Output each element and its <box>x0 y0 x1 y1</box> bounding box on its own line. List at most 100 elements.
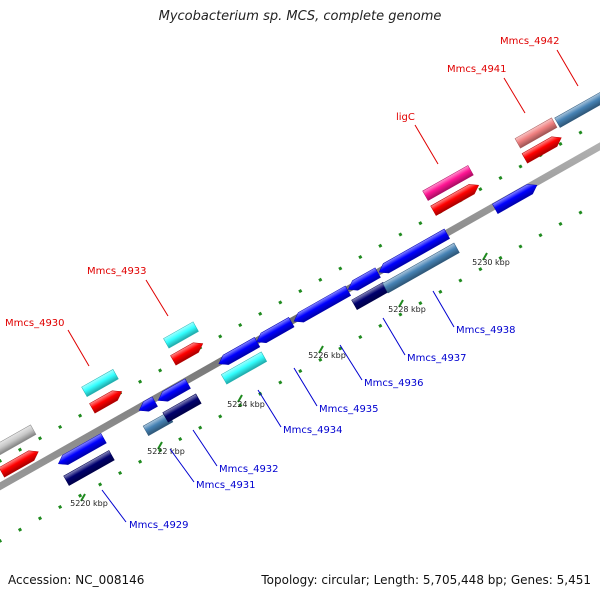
gene-feature <box>0 450 39 478</box>
gene-label-reverse: Mmcs_4931 <box>196 480 256 491</box>
gene-feature <box>521 136 562 164</box>
tick-dot <box>198 425 203 430</box>
gene-feature <box>422 165 474 201</box>
tick-dot <box>358 255 363 260</box>
leader-line <box>67 329 90 367</box>
tick-dot <box>178 437 183 442</box>
tick-dot <box>37 516 43 521</box>
accession-text: Accession: NC_008146 <box>8 573 145 587</box>
gene-feature <box>514 117 558 149</box>
gene-feature <box>157 378 191 402</box>
gene-feature <box>142 411 174 437</box>
leader-line <box>339 344 363 381</box>
leader-line <box>382 317 406 356</box>
tick-dot <box>138 379 143 384</box>
scale-label: 5228 kbp <box>388 305 426 314</box>
tick-dot <box>78 493 83 498</box>
gene-feature <box>218 337 261 365</box>
tick-dot <box>138 459 143 464</box>
gene-label-forward: ligC <box>396 112 415 123</box>
gene-label-forward: Mmcs_4933 <box>87 266 147 277</box>
tick-dot <box>478 267 483 272</box>
gene-label-reverse: Mmcs_4934 <box>283 425 343 436</box>
scale-tick <box>482 252 488 261</box>
label-leader-lines <box>67 49 579 523</box>
gene-feature <box>256 317 295 343</box>
leader-line <box>145 279 169 317</box>
tick-dot <box>218 334 223 339</box>
gene-label-reverse: Mmcs_4936 <box>364 378 424 389</box>
gene-label-reverse: Mmcs_4937 <box>407 353 467 364</box>
tick-dot <box>378 323 383 328</box>
gene-label-reverse: Mmcs_4935 <box>319 404 379 415</box>
scale-tick <box>80 493 86 502</box>
tick-dot <box>318 277 323 282</box>
scale-label: 5226 kbp <box>308 351 346 360</box>
gene-label-reverse: Mmcs_4929 <box>129 520 189 531</box>
gene-feature <box>347 267 381 291</box>
gene-labels: Mmcs_4930 Mmcs_4933 ligC Mmcs_4941 Mmcs_4942… <box>5 36 560 531</box>
tick-dot <box>238 323 243 328</box>
tick-dot <box>538 233 543 238</box>
tick-dot <box>458 278 463 283</box>
tick-dot <box>58 504 63 510</box>
gene-feature <box>293 285 352 323</box>
scale-label: 5224 kbp <box>227 400 265 409</box>
gene-label-forward: Mmcs_4930 <box>5 318 65 329</box>
gene-features <box>0 92 600 486</box>
tick-dot <box>278 300 283 305</box>
scale-tick <box>157 441 163 450</box>
scale-tick <box>318 345 324 354</box>
tick-dot <box>398 232 403 237</box>
tick-dot <box>298 289 303 294</box>
gene-feature <box>57 433 107 465</box>
leader-line <box>503 77 526 114</box>
leader-line <box>101 489 127 523</box>
tick-dot <box>78 413 83 418</box>
scale-tick <box>237 394 243 403</box>
genome-summary-text: Topology: circular; Length: 5,705,448 bp… <box>261 573 591 587</box>
gene-feature <box>81 369 119 397</box>
gene-feature <box>0 424 37 456</box>
gene-feature <box>162 393 202 423</box>
gene-feature <box>220 351 268 385</box>
tick-dot <box>0 458 3 464</box>
gene-feature <box>138 396 158 412</box>
tick-dot <box>0 538 3 544</box>
tick-dot <box>578 210 583 215</box>
tick-dot <box>158 448 163 453</box>
gene-label-forward: Mmcs_4941 <box>447 64 507 75</box>
tick-dot <box>558 141 563 146</box>
tick-dot <box>498 255 503 260</box>
tick-dot <box>58 424 63 430</box>
scale-label: 5220 kbp <box>70 499 108 508</box>
gene-feature <box>554 92 600 128</box>
tick-dot <box>378 243 383 248</box>
gene-feature <box>430 184 480 216</box>
tick-dot <box>258 311 263 316</box>
leader-line <box>192 429 218 467</box>
gene-label-reverse: Mmcs_4932 <box>219 464 279 475</box>
leader-line <box>556 49 579 87</box>
leader-line <box>432 290 455 328</box>
gene-label-reverse: Mmcs_4938 <box>456 325 516 336</box>
scale-ticks: 5220 kbp 5222 kbp 5224 kbp 5226 kbp 5228 kbp… <box>70 252 510 508</box>
gene-feature <box>63 450 115 486</box>
leader-line <box>169 448 195 483</box>
tick-dot <box>498 175 503 180</box>
tick-dot <box>578 130 583 135</box>
tick-dot <box>518 244 523 249</box>
tick-dot <box>278 380 283 385</box>
tick-dot <box>218 414 223 419</box>
tick-dot <box>478 187 483 192</box>
tick-dot <box>98 482 103 487</box>
gene-feature <box>492 184 538 214</box>
tick-dot <box>298 369 303 374</box>
tick-dot-tracks <box>0 130 583 544</box>
scale-tick <box>398 299 404 308</box>
tick-dot <box>518 164 523 169</box>
tick-dot <box>438 289 443 294</box>
gene-label-forward: Mmcs_4942 <box>500 36 560 47</box>
leader-line <box>414 124 439 165</box>
scale-label: 5222 kbp <box>147 447 185 456</box>
